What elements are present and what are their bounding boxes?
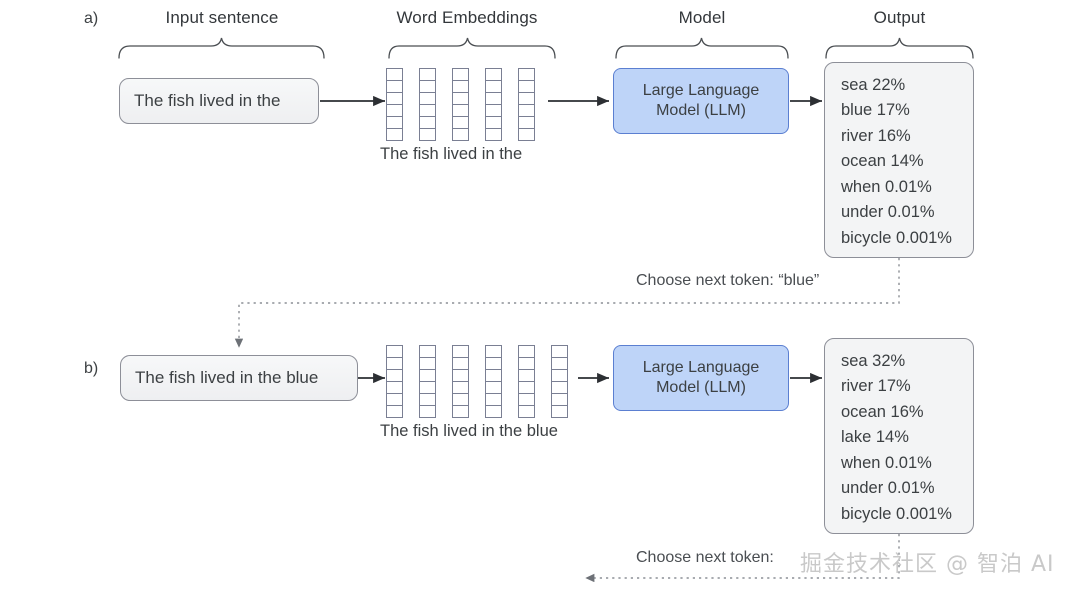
- input-sentence-box-b[interactable]: The fish lived in the blue: [120, 355, 358, 401]
- output-token-4: when 0.01%: [841, 453, 932, 472]
- embedding-grid-b: [386, 345, 568, 418]
- embedding-cell: [419, 128, 436, 141]
- choose-next-token-label-b: Choose next token:: [636, 549, 774, 566]
- embedding-column: [485, 345, 502, 418]
- output-token-6: bicycle 0.001%: [841, 228, 952, 247]
- output-token-0: sea 32%: [841, 352, 906, 370]
- embedding-cell: [452, 128, 469, 141]
- output-token-2: river 16%: [841, 126, 911, 145]
- output-token-5: under 0.01%: [841, 203, 935, 222]
- input-sentence-text-a: The fish lived in the: [134, 91, 281, 110]
- choose-next-token-label-a: Choose next token: “blue”: [636, 272, 820, 289]
- embedding-column: [386, 68, 403, 141]
- output-token-0: sea 22%: [841, 76, 906, 94]
- model-label-line2-a: Model (LLM): [656, 102, 746, 119]
- embedding-grid-a: [386, 68, 535, 141]
- column-title-embeddings: Word Embeddings: [396, 8, 538, 27]
- output-token-2: ocean 16%: [841, 402, 924, 421]
- column-title-input: Input sentence: [165, 8, 279, 27]
- embedding-cell: [386, 128, 403, 141]
- output-token-3: lake 14%: [841, 428, 909, 447]
- output-token-1: river 17%: [841, 377, 911, 396]
- output-box-b[interactable]: sea 32% river 17% ocean 16% lake 14% whe…: [824, 338, 974, 534]
- embedding-cell: [419, 405, 436, 418]
- embedding-cell: [485, 128, 502, 141]
- column-title-output: Output: [873, 8, 926, 27]
- embedding-column: [419, 345, 436, 418]
- watermark-text: 掘金技术社区 @ 智泊 AI: [800, 552, 1055, 577]
- brace-embeddings: [388, 37, 556, 59]
- embedding-column: [386, 345, 403, 418]
- embedding-cell: [518, 405, 535, 418]
- brace-model: [615, 37, 789, 59]
- embedding-cell: [485, 405, 502, 418]
- embedding-column: [485, 68, 502, 141]
- embedding-token-labels-a: The fish lived in the: [380, 145, 523, 163]
- output-box-a[interactable]: sea 22% blue 17% river 16% ocean 14% whe…: [824, 62, 974, 258]
- embedding-column: [452, 68, 469, 141]
- embedding-cell: [452, 405, 469, 418]
- model-box-b[interactable]: Large Language Model (LLM): [613, 345, 789, 411]
- output-token-5: under 0.01%: [841, 479, 935, 498]
- embedding-column: [419, 68, 436, 141]
- row-label-b: b): [84, 360, 99, 377]
- model-box-a[interactable]: Large Language Model (LLM): [613, 68, 789, 134]
- brace-group: [118, 37, 974, 59]
- output-token-4: when 0.01%: [841, 177, 932, 196]
- embedding-cell: [551, 405, 568, 418]
- brace-output: [825, 37, 974, 59]
- embedding-column: [518, 68, 535, 141]
- input-sentence-box-a[interactable]: The fish lived in the: [119, 78, 319, 124]
- input-sentence-text-b: The fish lived in the blue: [135, 368, 319, 387]
- model-label-line1-b: Large Language: [642, 358, 760, 376]
- row-label-a: a): [84, 10, 99, 27]
- output-token-6: bicycle 0.001%: [841, 504, 952, 523]
- model-label-line2-b: Model (LLM): [656, 379, 746, 396]
- embedding-cell: [518, 128, 535, 141]
- brace-input: [118, 37, 325, 59]
- column-title-model: Model: [678, 8, 726, 27]
- embedding-token-labels-b: The fish lived in the blue: [380, 422, 558, 440]
- output-token-1: blue 17%: [841, 101, 910, 120]
- embedding-column: [518, 345, 535, 418]
- model-label-line1-a: Large Language: [642, 81, 760, 99]
- embedding-cell: [386, 405, 403, 418]
- output-token-3: ocean 14%: [841, 152, 924, 171]
- embedding-column: [452, 345, 469, 418]
- embedding-column: [551, 345, 568, 418]
